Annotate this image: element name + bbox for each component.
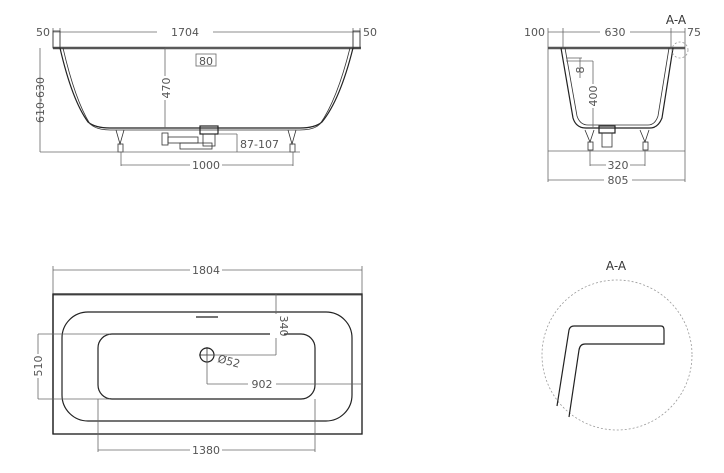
side-length-label: 1704 — [171, 26, 199, 39]
end-depth-label: 400 — [587, 86, 600, 107]
leg-spacing-label: 1000 — [192, 159, 220, 172]
rim-offset-label: 8 — [574, 67, 587, 74]
end-right-rim-label: 75 — [687, 26, 701, 39]
drain-offset-y-label: 340 — [277, 316, 290, 337]
top-length-label: 1804 — [192, 264, 220, 277]
section-aa-label: A-A — [666, 13, 687, 27]
inner-width-label: 510 — [32, 356, 45, 377]
top-view: 1804 340 Ø52 902 — [30, 263, 363, 457]
end-leg-spacing-label: 320 — [608, 159, 629, 172]
drain-diameter-label: Ø52 — [216, 352, 241, 370]
inner-length-label: 1380 — [192, 444, 220, 457]
side-height-label: 610-630 — [34, 77, 47, 123]
end-view: A-A 100 630 75 8 400 — [524, 13, 701, 187]
end-left-rim-label: 100 — [524, 26, 545, 39]
overflow-width-label: 80 — [199, 55, 213, 68]
end-overall-width-label: 805 — [608, 174, 629, 187]
detail-aa-label: A-A — [606, 259, 627, 273]
side-right-rim-label: 50 — [363, 26, 377, 39]
drain-offset-x-label: 902 — [252, 378, 273, 391]
detail-view: A-A — [541, 259, 693, 431]
side-view: 1704 50 50 610-630 470 80 — [34, 22, 377, 172]
drain-height-label: 87-107 — [240, 138, 279, 151]
side-depth-label: 470 — [160, 78, 173, 99]
side-left-rim-label: 50 — [36, 26, 50, 39]
end-inner-width-label: 630 — [605, 26, 626, 39]
